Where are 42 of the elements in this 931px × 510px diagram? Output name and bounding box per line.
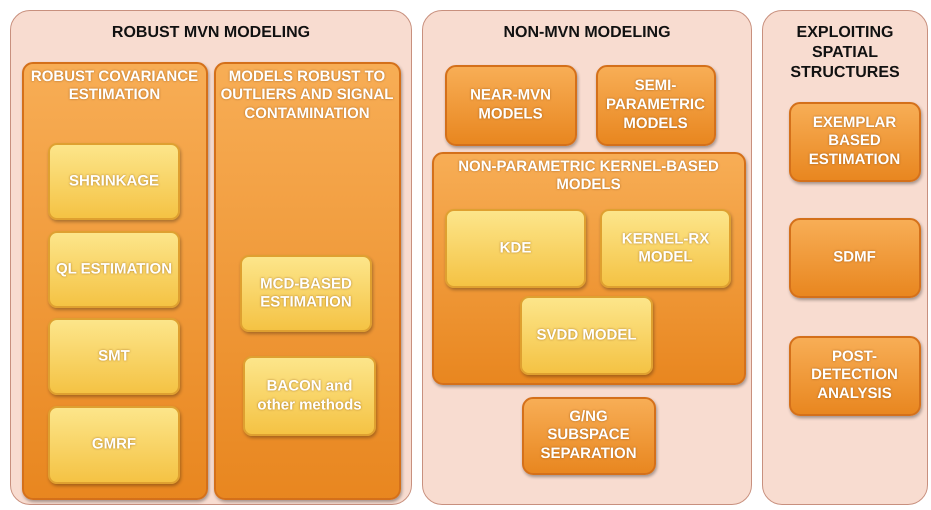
box-label: POST-DETECTION ANALYSIS [810,347,899,404]
box-label: ROBUST COVARIANCE ESTIMATION [30,68,200,105]
method-box [48,231,180,308]
box-label: NON-PARAMETRIC KERNEL-BASED MODELS [457,158,720,195]
category-box [788,336,920,416]
category-box [596,64,716,146]
method-box [520,296,653,375]
box-label: NEAR-MVN MODELS [469,86,552,124]
box-label: EXEMPLAR BASED ESTIMATION [808,113,902,170]
box-label: KERNEL-RX MODEL [620,230,710,268]
category-box [788,218,920,298]
method-box [243,356,376,436]
box-label: GMRF [90,436,138,454]
category-box [22,62,208,500]
method-box [600,209,731,288]
box-label: SVDD MODEL [535,326,638,345]
method-box [48,318,180,395]
box-label: BACON and other methods [256,377,363,415]
box-label: MODELS ROBUST TO OUTLIERS AND SIGNAL CONTAMINATION [220,68,394,124]
category-box [444,64,576,146]
box-label: SHRINKAGE [68,172,160,191]
panel-background [422,10,752,505]
method-box [240,255,372,332]
method-box [445,209,586,288]
box-label: G/NG SUBSPACE SEPARATION [539,407,638,464]
panel-title: NON-MVN MODELING [502,23,672,43]
panel-background [10,10,412,505]
category-box [788,102,920,182]
method-box [48,406,180,484]
panel-background [762,10,928,505]
category-box [214,62,400,500]
box-label: SMT [97,347,131,366]
panel-title: EXPLOITING SPATIAL STRUCTURES [789,23,901,83]
box-label: QL ESTIMATION [54,260,174,279]
box-label: MCD-BASED ESTIMATION [259,274,353,312]
method-box [48,143,180,220]
box-label: SDMF [832,248,877,267]
category-box [522,396,656,474]
box-label: SEMI-PARAMETRIC MODELS [605,76,706,134]
panel-title: ROBUST MVN MODELING [110,23,312,43]
box-label: KDE [498,239,532,258]
category-box [432,152,746,384]
